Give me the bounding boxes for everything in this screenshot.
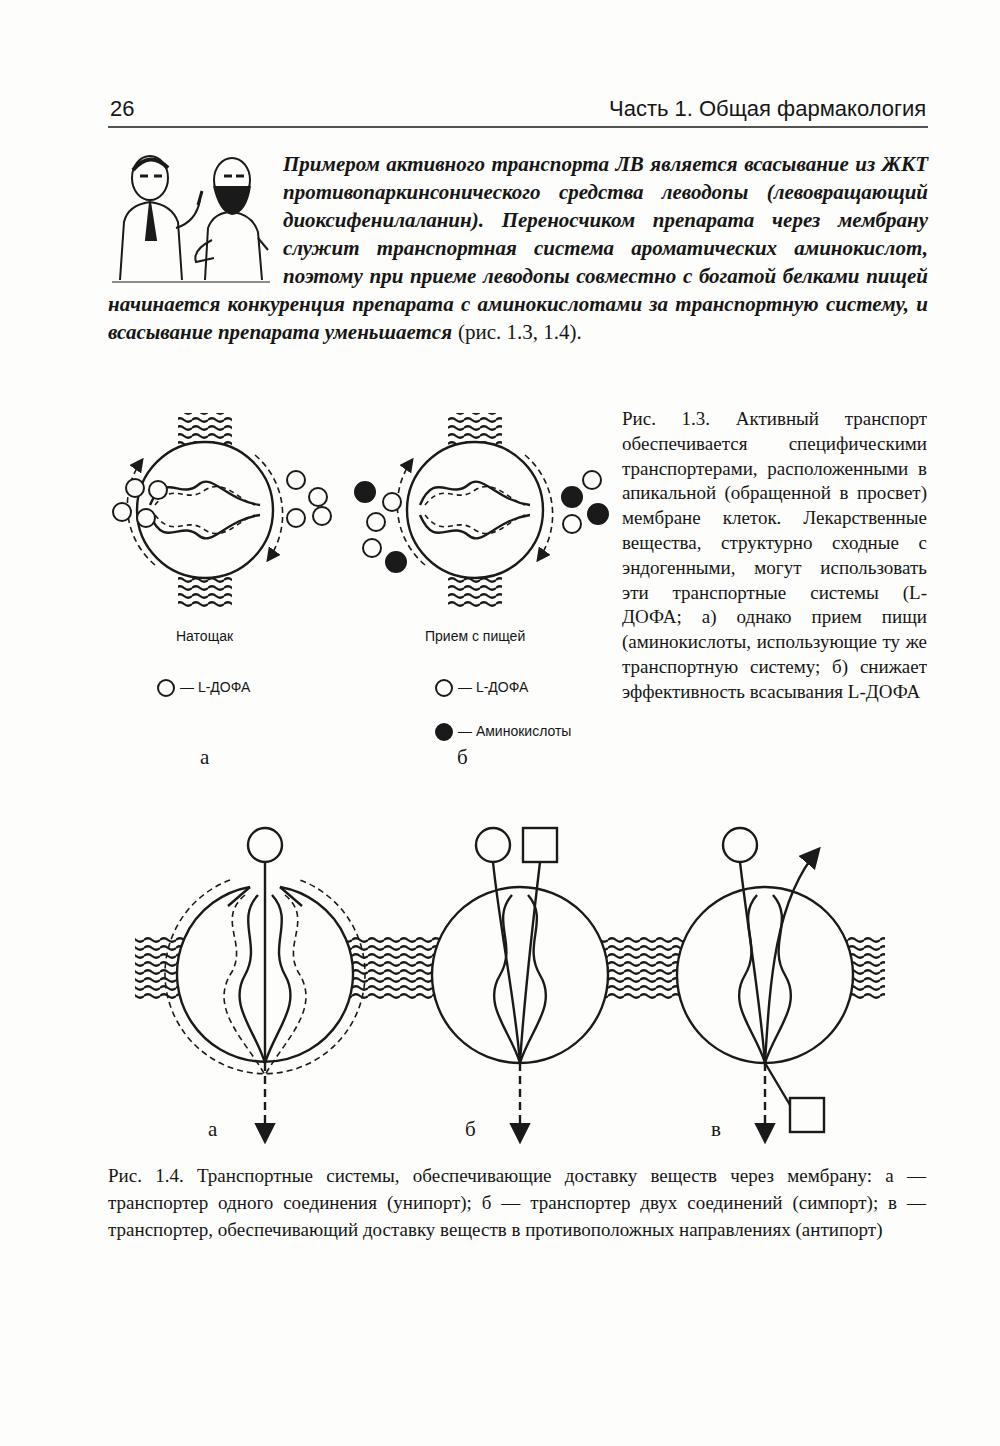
figure-reference: (рис. 1.3, 1.4).	[458, 320, 582, 344]
transporter-symbol	[127, 442, 552, 578]
legend-text: — Аминокислоты	[458, 723, 571, 739]
figure-caption: Рис. 1.4. Транспортные системы, обеспечи…	[108, 1162, 926, 1243]
transporter-symbol	[165, 828, 853, 1140]
scholars-illustration	[112, 156, 270, 282]
panel-label: Натощак	[176, 628, 233, 644]
panel-letter: б	[465, 1117, 476, 1142]
molecules	[113, 471, 608, 740]
page-number: 26	[110, 96, 134, 122]
panel-label: Прием с пищей	[425, 628, 525, 644]
header-rule	[108, 126, 928, 128]
panel-letter: а	[208, 1117, 217, 1142]
figure-caption: Рис. 1.3. Активный транспорт обеспечивае…	[622, 407, 927, 705]
legend-text: — L-ДОФА	[458, 679, 528, 695]
body-paragraph: Примером активного транспорта ЛВ являетс…	[108, 150, 928, 346]
lead-text: Примером активного транспорта ЛВ являетс…	[108, 152, 928, 344]
panel-letter: в	[711, 1117, 721, 1142]
legend-text: — L-ДОФА	[180, 679, 250, 695]
running-header: Часть 1. Общая фармакология	[609, 96, 926, 122]
illustration-space	[108, 150, 283, 288]
panel-letter: а	[200, 745, 209, 770]
panel-letter: б	[457, 745, 468, 770]
